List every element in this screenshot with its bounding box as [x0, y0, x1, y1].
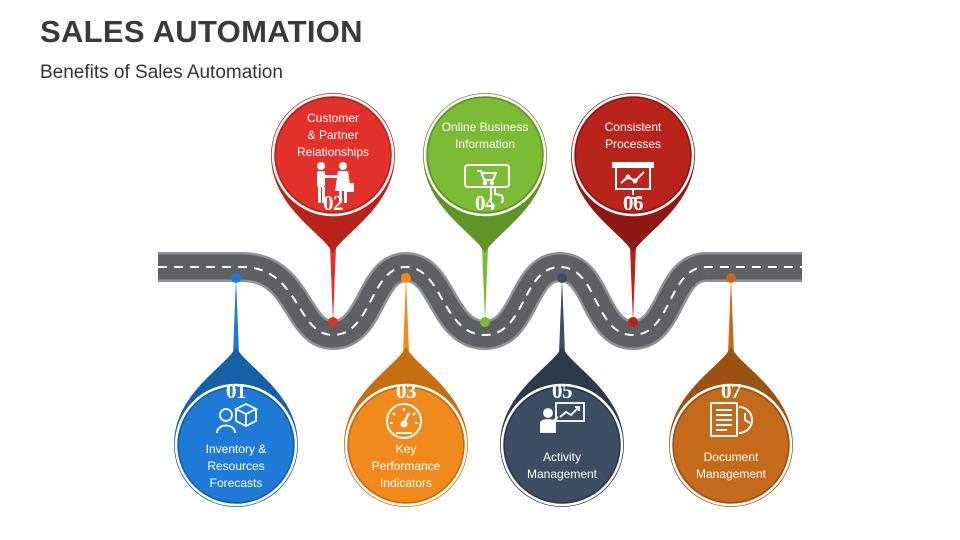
pin-anchor-04	[480, 317, 490, 327]
pin-stem-01	[233, 278, 239, 353]
pin-stem-05	[559, 278, 565, 353]
pin-anchor-03	[401, 273, 411, 283]
pin-face-04	[428, 98, 542, 212]
pin-ring-07	[669, 383, 793, 507]
pin-anchor-02	[328, 317, 338, 327]
pin-anchor-07	[726, 273, 736, 283]
pin-ring-04	[423, 93, 547, 217]
pin-face-07	[674, 388, 788, 502]
pin-label-01: Inventory & Resources Forecasts	[205, 442, 267, 490]
page-title: SALES AUTOMATION	[40, 14, 363, 49]
pin-stem-07	[728, 278, 734, 353]
pin-ring-03	[344, 383, 468, 507]
page-subtitle: Benefits of Sales Automation	[40, 62, 283, 83]
pin-face-02	[276, 98, 390, 212]
pin-number-03: 03	[396, 379, 417, 403]
pin-number-01: 01	[226, 379, 247, 403]
pin-face-01	[179, 388, 293, 502]
pin-ring-05	[500, 383, 624, 507]
pin-label-04: Online Business Information	[441, 120, 529, 151]
pin-ring-02	[271, 93, 395, 217]
pin-face-03	[349, 388, 463, 502]
pin-label-02: Customer & Partner Relationships	[296, 111, 370, 159]
pin-stem-03	[403, 278, 409, 353]
pin-anchor-06	[628, 317, 638, 327]
pin-anchor-05	[557, 273, 567, 283]
pin-number-05: 05	[552, 379, 573, 403]
pin-label-03: Key Performance Indicators	[371, 442, 441, 490]
pin-stem-02	[330, 247, 336, 322]
pin-face-06	[576, 98, 690, 212]
pin-number-02: 02	[323, 191, 344, 215]
lane-markings	[158, 265, 802, 337]
pin-label-06: Consistent Processes	[604, 120, 662, 151]
pin-stem-04	[482, 247, 488, 322]
pin-ring-06	[571, 93, 695, 217]
pin-ring-01	[174, 383, 298, 507]
pin-number-07: 07	[721, 379, 742, 403]
pin-label-07: Document Management	[695, 450, 767, 481]
pin-label-05: Activity Management	[526, 450, 598, 481]
pin-stem-06	[630, 247, 636, 322]
pin-anchor-01	[231, 273, 241, 283]
pin-face-05	[505, 388, 619, 502]
